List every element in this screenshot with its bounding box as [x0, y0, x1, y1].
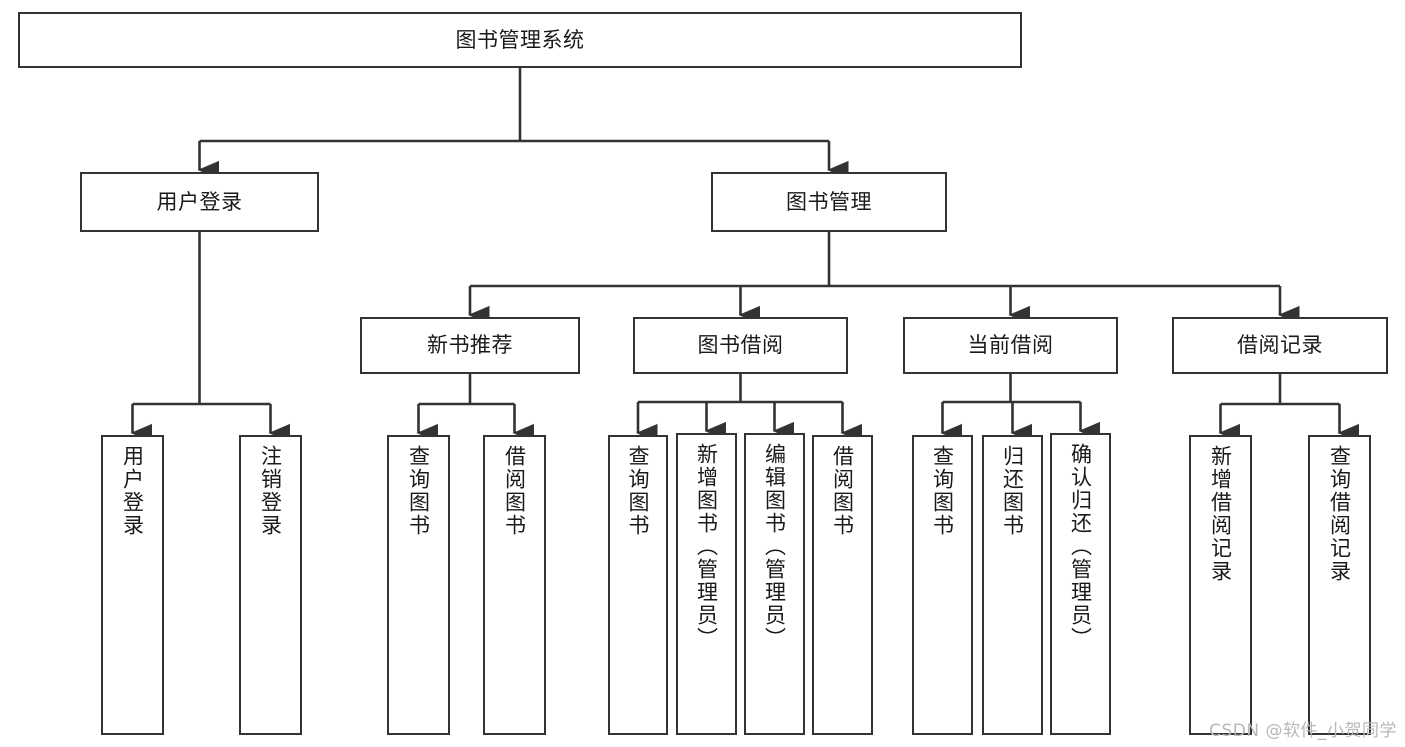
node-label: 用户登录 [120, 445, 145, 537]
leaf-query-book-recommend[interactable]: 查询图书 [387, 435, 450, 735]
node-label: 图书管理系统 [455, 27, 585, 52]
node-user-login[interactable]: 用户登录 [80, 172, 319, 232]
leaf-query-book-borrow[interactable]: 查询图书 [608, 435, 668, 735]
leaf-query-borrow-record[interactable]: 查询借阅记录 [1308, 435, 1371, 735]
node-label: 借阅记录 [1237, 333, 1323, 358]
leaf-add-borrow-record[interactable]: 新增借阅记录 [1189, 435, 1252, 735]
leaf-query-book-current[interactable]: 查询图书 [912, 435, 973, 735]
leaf-borrow-book-recommend[interactable]: 借阅图书 [483, 435, 546, 735]
leaf-user-login[interactable]: 用户登录 [101, 435, 164, 735]
node-label: 新书推荐 [427, 333, 513, 358]
node-label: 图书借阅 [697, 333, 784, 358]
node-label: 图书管理 [786, 189, 872, 214]
node-label: 当前借阅 [967, 333, 1054, 358]
node-label: 确认归还（管理员） [1068, 443, 1093, 650]
watermark: CSDN @软件_小贺同学 [1209, 721, 1397, 741]
node-current-borrow[interactable]: 当前借阅 [903, 317, 1118, 374]
node-label: 查询借阅记录 [1327, 445, 1352, 583]
leaf-return-book[interactable]: 归还图书 [982, 435, 1043, 735]
node-label: 归还图书 [1000, 445, 1025, 537]
leaf-confirm-return-admin[interactable]: 确认归还（管理员） [1050, 433, 1111, 735]
node-label: 借阅图书 [830, 445, 855, 537]
node-label: 注销登录 [258, 445, 283, 537]
leaf-logout[interactable]: 注销登录 [239, 435, 302, 735]
node-label: 用户登录 [156, 189, 243, 214]
node-root[interactable]: 图书管理系统 [18, 12, 1022, 68]
node-label: 查询图书 [626, 445, 651, 537]
node-book-borrow[interactable]: 图书借阅 [633, 317, 848, 374]
node-label: 新增图书（管理员） [694, 443, 719, 650]
node-borrow-record[interactable]: 借阅记录 [1172, 317, 1388, 374]
node-label: 编辑图书（管理员） [762, 443, 787, 650]
leaf-edit-book-admin[interactable]: 编辑图书（管理员） [744, 433, 805, 735]
node-new-book-recommend[interactable]: 新书推荐 [360, 317, 580, 374]
leaf-borrow-book-borrow[interactable]: 借阅图书 [812, 435, 873, 735]
node-label: 借阅图书 [502, 445, 527, 537]
node-label: 查询图书 [930, 445, 955, 537]
node-label: 查询图书 [406, 445, 431, 537]
leaf-add-book-admin[interactable]: 新增图书（管理员） [676, 433, 737, 735]
node-label: 新增借阅记录 [1208, 445, 1233, 583]
node-book-manage[interactable]: 图书管理 [711, 172, 947, 232]
